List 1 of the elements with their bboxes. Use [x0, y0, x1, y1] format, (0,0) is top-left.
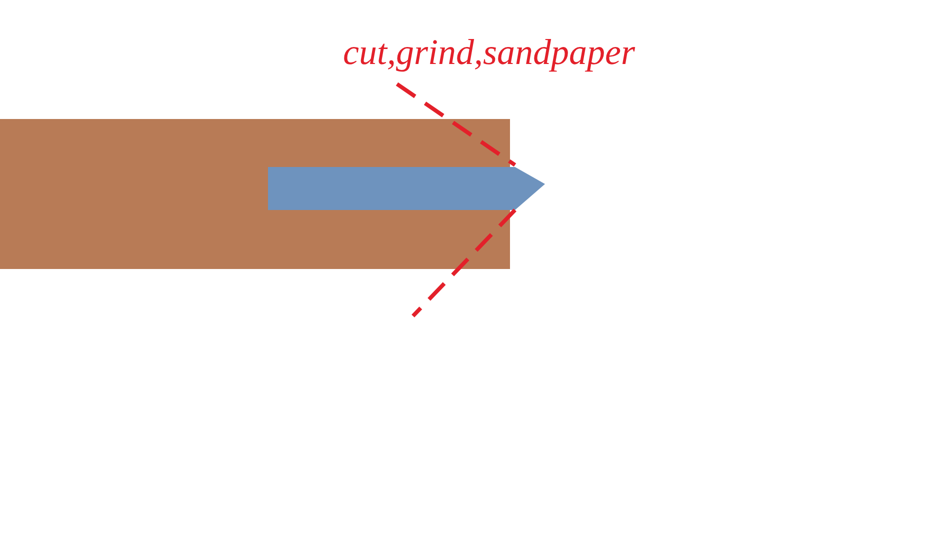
annotation-text: cut,grind,sandpaper	[343, 31, 635, 74]
